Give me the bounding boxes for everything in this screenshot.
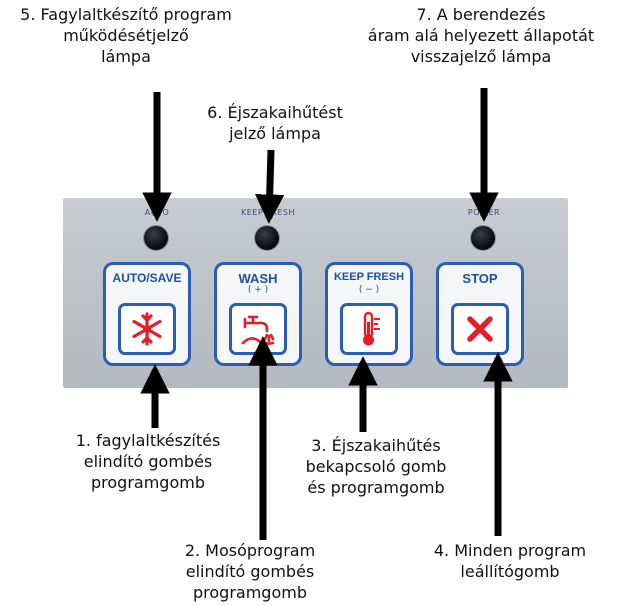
- label-stop-button: 4. Minden program leállítógomb: [433, 541, 587, 581]
- label-auto-button: 1. fagylaltkészítés elindító gombés prog…: [75, 431, 221, 492]
- label-keepfresh-button: 3. Éjszakaihűtés bekapcsoló gomb és prog…: [305, 436, 447, 497]
- label-wash-button: 2. Mosóprogram elindító gombés programgo…: [184, 541, 316, 602]
- keep-fresh-button[interactable]: KEEP FRESH ( − ): [325, 262, 413, 366]
- wash-button[interactable]: WASH ( + ): [214, 262, 302, 366]
- label-program-lamp: 5. Fagylaltkészítő program működésétjelz…: [20, 5, 232, 66]
- label-power-lamp: 7. A berendezés áram alá helyezett állap…: [367, 5, 595, 66]
- cross-icon: [467, 316, 493, 342]
- auto-save-button[interactable]: AUTO/SAVE: [103, 262, 191, 366]
- snowflake-icon: [132, 312, 162, 346]
- stop-key[interactable]: [451, 303, 509, 355]
- program-indicator-lamp: [144, 226, 168, 250]
- thermometer-icon: [363, 311, 380, 346]
- stop-button[interactable]: STOP: [436, 262, 524, 366]
- wash-sublabel: ( + ): [247, 285, 269, 295]
- keepfresh-indicator-lamp: [255, 226, 279, 250]
- label-keepfresh-lamp: 6. Éjszakaihűtést jelző lámpa: [207, 103, 343, 143]
- power-indicator-lamp: [471, 226, 495, 250]
- keep-fresh-sublabel: ( − ): [358, 285, 380, 295]
- arrow-keepfresh-lamp: [254, 149, 285, 224]
- auto-save-label: AUTO/SAVE: [112, 271, 182, 285]
- auto-save-key[interactable]: [118, 303, 176, 355]
- wash-label: WASH: [238, 271, 278, 286]
- keep-fresh-label: KEEP FRESH: [333, 271, 405, 283]
- stop-label: STOP: [462, 271, 498, 286]
- keep-fresh-key[interactable]: [340, 303, 398, 355]
